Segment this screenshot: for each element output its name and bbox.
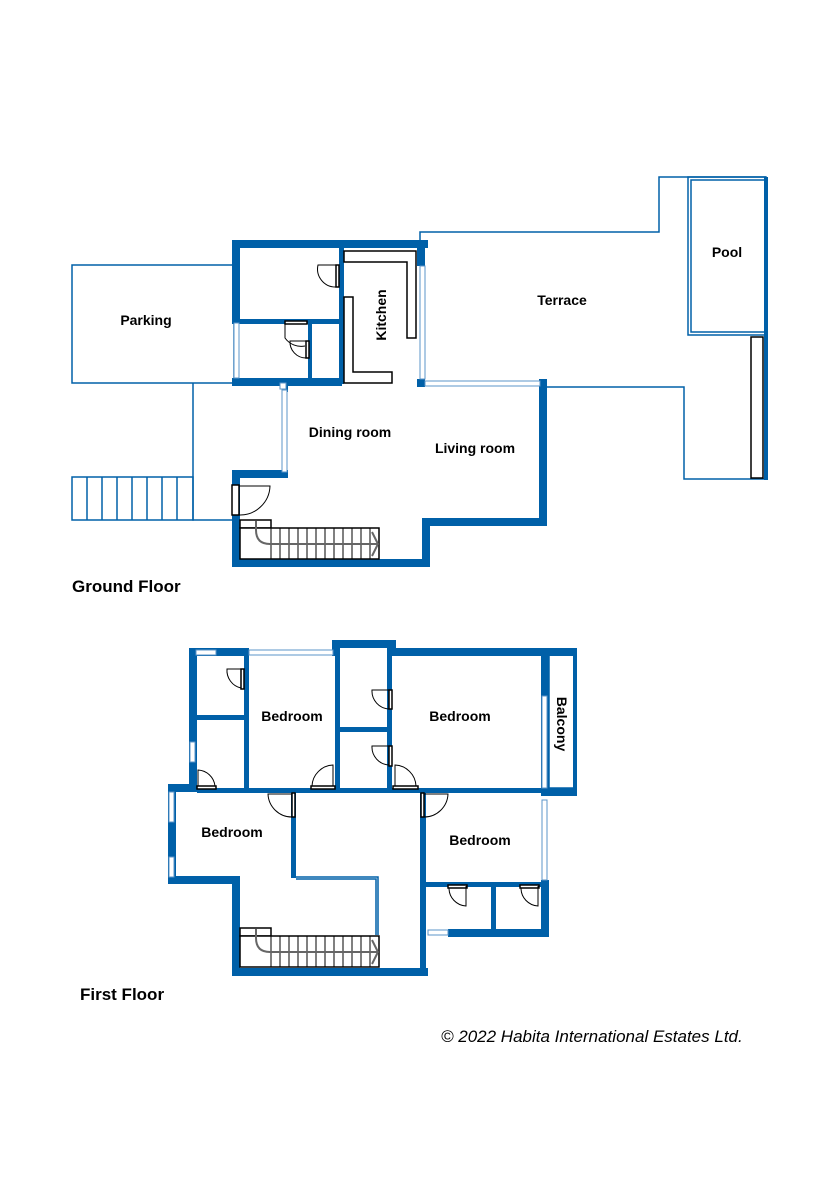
door[interactable] [284,320,308,347]
stair-railing [296,876,379,935]
door[interactable] [447,884,468,907]
room-label-bedroom: Bedroom [429,708,490,724]
terrace-outline-top [419,176,766,242]
room-label-living-room: Living room [435,440,515,456]
room-label-bedroom: Bedroom [201,824,262,840]
window [419,265,426,380]
window [189,741,196,763]
window [248,649,334,656]
window [541,799,548,881]
window [281,389,288,473]
window [168,856,175,878]
door[interactable] [310,764,336,790]
door[interactable] [267,792,296,818]
room-label-pool: Pool [712,244,742,260]
room-label-bedroom: Bedroom [261,708,322,724]
room-label-balcony: Balcony [554,697,570,752]
staircase [239,519,380,560]
pool-bench [750,336,764,479]
first-floor-title: First Floor [80,985,164,1004]
kitchen-counter-lower [343,296,393,384]
door[interactable] [371,689,393,710]
door[interactable] [392,764,419,790]
outdoor-steps [71,476,194,521]
window [195,649,217,656]
terrace-outline-bottom [546,386,766,480]
kitchen-counter-upper [343,250,417,339]
door[interactable] [196,769,217,790]
entry-path [192,383,234,521]
door[interactable] [420,792,449,818]
staircase [239,927,380,968]
door[interactable] [371,745,393,767]
ground-floor-plan: Parking Kitchen Terrace Pool Dining room… [71,176,768,596]
room-label-kitchen: Kitchen [373,289,389,340]
pool-wall [764,177,768,480]
door[interactable] [289,340,310,359]
window [541,695,548,789]
ground-floor-title: Ground Floor [72,577,181,596]
window [233,322,240,379]
door[interactable] [519,884,540,907]
copyright-notice: © 2022 Habita International Estates Ltd. [441,1027,743,1046]
entrance-door[interactable] [231,484,271,516]
room-label-parking: Parking [120,312,171,328]
first-floor-plan: Bedroom Bedroom Balcony Bedroom Bedroom … [80,640,577,1004]
window [427,929,449,936]
room-label-terrace: Terrace [537,292,587,308]
door[interactable] [317,264,340,288]
window [424,380,541,387]
room-label-bedroom: Bedroom [449,832,510,848]
door[interactable] [226,668,245,690]
window [168,791,175,823]
room-label-dining-room: Dining room [309,424,391,440]
